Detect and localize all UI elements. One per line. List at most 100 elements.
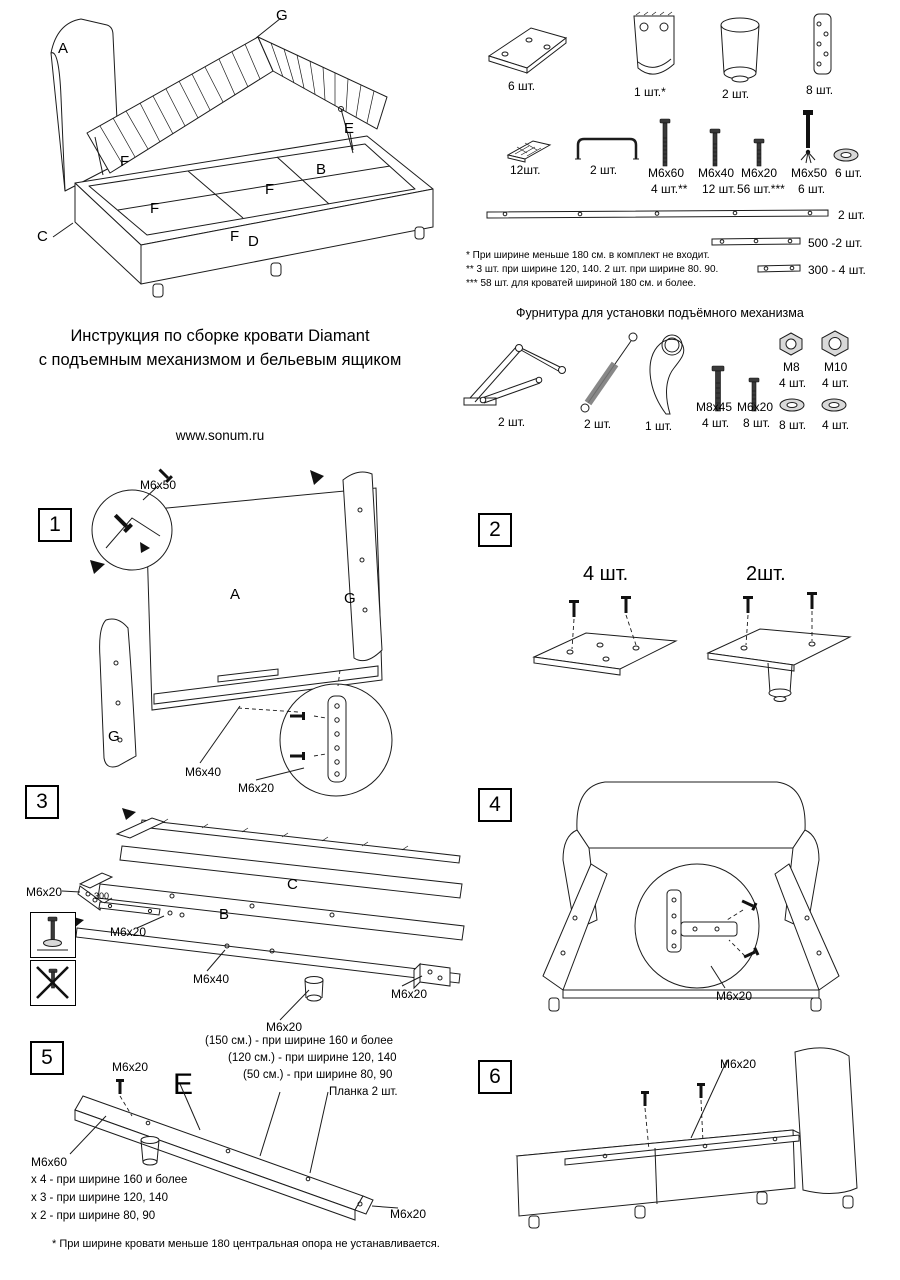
- strap-qty: 1 шт.: [645, 419, 673, 433]
- bolt-m8x45-qty: 4 шт.: [702, 416, 730, 430]
- bolt-m6x50-label: М6х50: [791, 166, 828, 180]
- bolt-m6x50-qty: 6 шт.: [798, 182, 826, 196]
- step1-g-right-label: G: [344, 590, 356, 607]
- headboard-bracket-qty: 1 шт.*: [634, 85, 666, 99]
- step5-e-label: E: [173, 1068, 194, 1101]
- leg-qty: 2 шт.: [722, 87, 750, 101]
- washer-qty: 6 шт.: [835, 166, 863, 180]
- corner-bracket-qty: 6 шт.: [508, 79, 536, 93]
- step3-m6x20-bottom-label: М6х20: [266, 1020, 303, 1034]
- nut-m10-label: М10: [824, 360, 848, 374]
- bolt-m8x45-label: М8х45: [696, 400, 733, 414]
- hardware-note-1: * При ширине меньше 180 см. в комплект н…: [466, 250, 710, 261]
- overview-label-e: E: [344, 120, 355, 137]
- bolt-m6x20-label: М6х20: [741, 166, 778, 180]
- step5-m6x60-title: М6х60: [31, 1155, 68, 1169]
- step1-m6x50-label: М6х50: [140, 478, 177, 492]
- bolt-m8x45-icon: [711, 365, 725, 412]
- nut-m8-icon: [779, 332, 803, 356]
- step3-c-label: C: [287, 876, 298, 893]
- gas-spring-icon: [580, 332, 638, 413]
- step1-a-label: A: [230, 586, 241, 603]
- overview-label-c: C: [37, 228, 48, 245]
- bolt-m6x40-qty: 12 шт.: [702, 182, 736, 196]
- step-6-number: 6: [478, 1060, 512, 1094]
- step3-m6x20-mid-label: М6х20: [110, 925, 147, 939]
- step5-size-note-3: (50 см.) - при ширине 80, 90: [243, 1069, 393, 1081]
- step1-m6x40-label: М6х40: [185, 765, 222, 779]
- step-4-diagram: [542, 781, 840, 1012]
- small-plate-qty: 12шт.: [510, 163, 541, 177]
- step5-m6x20-top-label: М6х20: [112, 1060, 149, 1074]
- overview-label-b: B: [316, 161, 327, 178]
- bolt-m6x60-label: М6х60: [648, 166, 685, 180]
- overview-label-g: G: [276, 7, 288, 24]
- hardware-note-2: ** 3 шт. при ширине 120, 140. 2 шт. при …: [466, 264, 719, 275]
- step-2-number: 2: [478, 513, 512, 547]
- headboard-bracket-icon: [633, 11, 675, 75]
- washer-icon: [833, 148, 859, 162]
- gas-spring-qty: 2 шт.: [584, 417, 612, 431]
- step5-m6x20-right-label: М6х20: [390, 1207, 427, 1221]
- overview-label-a: A: [58, 40, 69, 57]
- step3-300-label: 300: [94, 891, 110, 901]
- nut-m8-label: М8: [783, 360, 800, 374]
- footer-note: * При ширине кровати меньше 180 централь…: [52, 1238, 440, 1250]
- step3-b-label: B: [219, 906, 230, 923]
- step3-allowed-fastener-box: [30, 912, 76, 958]
- step5-m6x60-note-2: х 3 - при ширине 120, 140: [31, 1192, 168, 1204]
- step-5-diagram: [69, 1079, 399, 1221]
- step3-m6x40-label: М6х40: [193, 972, 230, 986]
- overview-label-f2: F: [150, 200, 160, 217]
- step-1-number: 1: [38, 508, 72, 542]
- overview-label-f4: F: [230, 228, 240, 245]
- lift-washer4-qty: 4 шт.: [822, 418, 850, 432]
- rail-long-icon: [486, 209, 829, 219]
- step5-size-note-4: Планка 2 шт.: [329, 1086, 398, 1098]
- step5-m6x60-note-1: х 4 - при ширине 160 и более: [31, 1174, 188, 1186]
- handle-qty: 2 шт.: [590, 163, 618, 177]
- bed-overview-diagram: [50, 17, 434, 298]
- rail-300-icon: [757, 264, 801, 273]
- step-3-number: 3: [25, 785, 59, 819]
- screw-washer-icon: [37, 916, 68, 951]
- leg-icon: [720, 17, 760, 83]
- bolt-m6x40-icon: [709, 128, 721, 167]
- overview-label-d: D: [248, 233, 259, 250]
- lift-bolt-m6x20-icon: [748, 377, 760, 412]
- lift-washer4-icon: [821, 398, 847, 412]
- step1-m6x20-label: М6х20: [238, 781, 275, 795]
- overview-label-f3: F: [265, 181, 275, 198]
- step5-size-note-2: (120 см.) - при ширине 120, 140: [228, 1052, 397, 1064]
- nut-m10-icon: [821, 330, 849, 357]
- handle-icon: [575, 137, 639, 160]
- bolt-m6x60-qty: 4 шт.**: [651, 182, 688, 196]
- step-5-number: 5: [30, 1041, 64, 1075]
- step4-m6x20-label: М6х20: [716, 989, 753, 1003]
- step3-m6x20-left-label: М6х20: [26, 885, 63, 899]
- step3-forbidden-fastener-box: [30, 960, 76, 1006]
- step2-qty4-label: 4 шт.: [583, 563, 629, 585]
- step-6-diagram: [515, 1047, 858, 1229]
- bolt-m6x50-icon: [800, 110, 816, 164]
- rail-300-qty: 300 - 4 шт.: [808, 263, 866, 277]
- bolt-m6x20-qty: 56 шт.***: [737, 182, 785, 196]
- overview-label-f1: F: [120, 153, 130, 170]
- step-2-plate-diagram: [532, 596, 678, 676]
- small-plate-icon: [506, 140, 552, 163]
- doc-title-line2: с подъемным механизмом и бельевым ящиком: [38, 351, 402, 369]
- lift-washer8-qty: 8 шт.: [779, 418, 807, 432]
- step-4-number: 4: [478, 788, 512, 822]
- doc-title-line1: Инструкция по сборке кровати Diamant: [70, 327, 370, 345]
- step5-m6x60-note-3: х 2 - при ширине 80, 90: [31, 1210, 156, 1222]
- bolt-m6x40-label: М6х40: [698, 166, 735, 180]
- website-url: www.sonum.ru: [175, 428, 265, 443]
- nut-m10-qty: 4 шт.: [822, 376, 850, 390]
- rail-long-qty: 2 шт.: [838, 208, 866, 222]
- rail-500-qty: 500 -2 шт.: [808, 236, 863, 250]
- step3-m6x20-right-label: М6х20: [391, 987, 428, 1001]
- rail-500-icon: [711, 237, 801, 246]
- step6-m6x20-label: М6х20: [720, 1057, 757, 1071]
- nut-m8-qty: 4 шт.: [779, 376, 807, 390]
- step2-qty2-label: 2шт.: [746, 563, 786, 585]
